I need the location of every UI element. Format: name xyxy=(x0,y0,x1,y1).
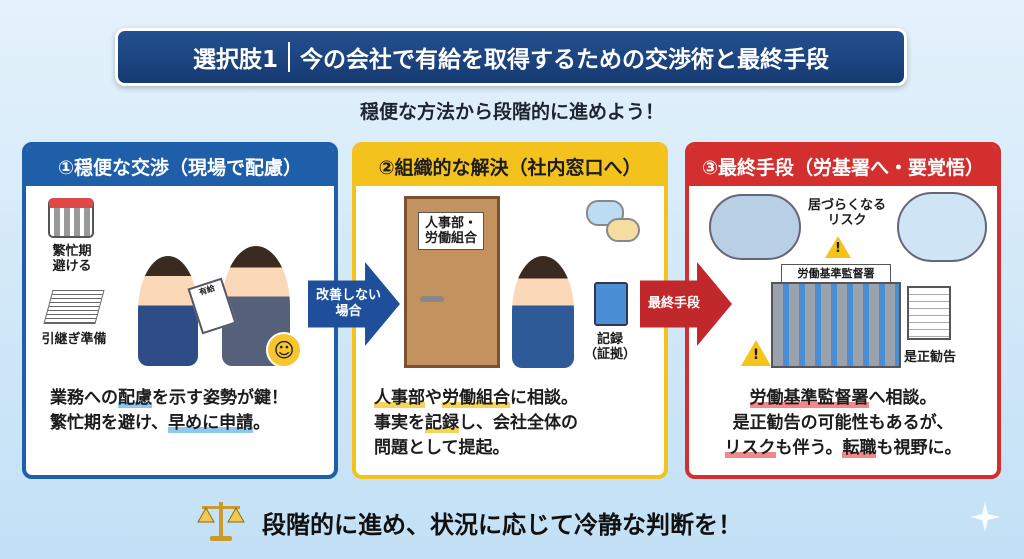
text: に相談。 xyxy=(510,388,578,408)
door-illustration xyxy=(404,196,500,368)
panel-description: 業務への配慮を示す姿勢が鍵！ 繁忙期を避け、早めに申請。 xyxy=(26,386,334,436)
document-icon xyxy=(907,286,951,340)
panel-last-resort: ③最終手段（労基署へ・要覚悟） 居づらくなる リスク ! 労働基準監督署 ! 是… xyxy=(685,142,1001,479)
calendar-icon xyxy=(48,198,94,238)
panel-header: ①穏便な交渉（現場で配慮） xyxy=(26,146,334,186)
paper-stack-icon xyxy=(43,290,105,324)
text: 業務への xyxy=(50,388,118,408)
panel-header: ②組織的な解決（社内窓口へ） xyxy=(356,146,664,186)
title-banner: 選択肢1 今の会社で有給を取得するための交渉術と最終手段 xyxy=(115,28,907,86)
risk-label: 居づらくなる リスク xyxy=(807,198,886,228)
text: 。 xyxy=(253,413,271,433)
leaving-thought-cloud xyxy=(897,192,987,262)
arrow-label: 最終手段 xyxy=(648,296,701,311)
scale-icon xyxy=(197,502,245,541)
panel-illustration: 繁忙期 避ける 引継ぎ準備 有給 ☺ xyxy=(26,186,334,381)
title-main: 今の会社で有給を取得するための交渉術と最終手段 xyxy=(300,47,829,73)
highlight: リスク xyxy=(724,438,776,458)
panel-organizational-solution: ②組織的な解決（社内窓口へ） 人事部・ 労働組合 記録 （証拠） 人事部や労働組… xyxy=(352,142,668,479)
text: も視野に。 xyxy=(876,438,962,458)
subtitle: 穏便な方法から段階的に進めよう！ xyxy=(359,101,664,123)
text: を示す姿勢が鍵！ xyxy=(152,388,288,408)
notebook-label: 記録 （証拠） xyxy=(583,332,636,362)
highlight: 配慮 xyxy=(118,388,152,408)
papers-label: 引継ぎ準備 xyxy=(41,332,107,347)
employee-knocking-illustration xyxy=(512,256,574,368)
title-divider xyxy=(288,42,290,72)
text: 問題として提起。 xyxy=(374,438,510,458)
notebook-icon xyxy=(594,282,628,326)
door-sign: 人事部・ 労働組合 xyxy=(418,212,484,250)
panel-illustration: 居づらくなる リスク ! 労働基準監督署 ! 是正勧告 xyxy=(689,186,997,381)
panel-description: 人事部や労働組合に相談。 事実を記録し、会社全体の 問題として提起。 xyxy=(356,386,664,461)
highlight: 早めに申請 xyxy=(168,413,254,433)
highlight: 人事部 xyxy=(374,388,425,408)
arrow-label: 改善しない 場合 xyxy=(316,288,382,319)
text: も伴う。 xyxy=(775,438,843,458)
text: 繁忙期を避け、 xyxy=(50,413,169,433)
employee-illustration xyxy=(138,256,198,366)
highlight: 転職 xyxy=(842,438,877,458)
title-prefix: 選択肢1 xyxy=(192,47,278,73)
smiley-icon: ☺ xyxy=(266,332,302,368)
highlight: 労働組合 xyxy=(442,388,510,408)
sparkle-icon xyxy=(970,502,1000,532)
panel-description: 労働基準監督署へ相談。 是正勧告の可能性もあるが、 リスクも伴う。転職も視野に。 xyxy=(689,386,997,461)
text: 是正勧告の可能性もあるが、 xyxy=(732,413,954,433)
building-icon xyxy=(771,282,901,368)
warning-icon: ! xyxy=(741,340,771,366)
highlight: 労働基準監督署 xyxy=(749,388,869,408)
notice-label: 是正勧告 xyxy=(903,350,956,365)
footer-message: 段階的に進め、状況に応じて冷静な判断を！ xyxy=(262,511,742,539)
text: へ相談。 xyxy=(868,388,937,408)
worried-thought-cloud xyxy=(709,194,801,260)
speech-bubble-2 xyxy=(606,218,640,242)
calendar-label: 繁忙期 避ける xyxy=(52,244,92,274)
door-handle xyxy=(420,296,444,302)
panel-header: ③最終手段（労基署へ・要覚悟） xyxy=(689,146,997,186)
panel-illustration: 人事部・ 労働組合 記録 （証拠） xyxy=(356,186,664,381)
highlight: 記録 xyxy=(425,413,459,433)
building-sign: 労働基準監督署 xyxy=(781,264,891,283)
warning-icon: ! xyxy=(825,236,851,258)
text: 事実を xyxy=(374,413,425,433)
text: し、会社全体の xyxy=(459,413,578,433)
panel-gentle-negotiation: ①穏便な交渉（現場で配慮） 繁忙期 避ける 引継ぎ準備 有給 ☺ 業務への配慮を… xyxy=(22,142,338,479)
text: や xyxy=(425,388,442,408)
